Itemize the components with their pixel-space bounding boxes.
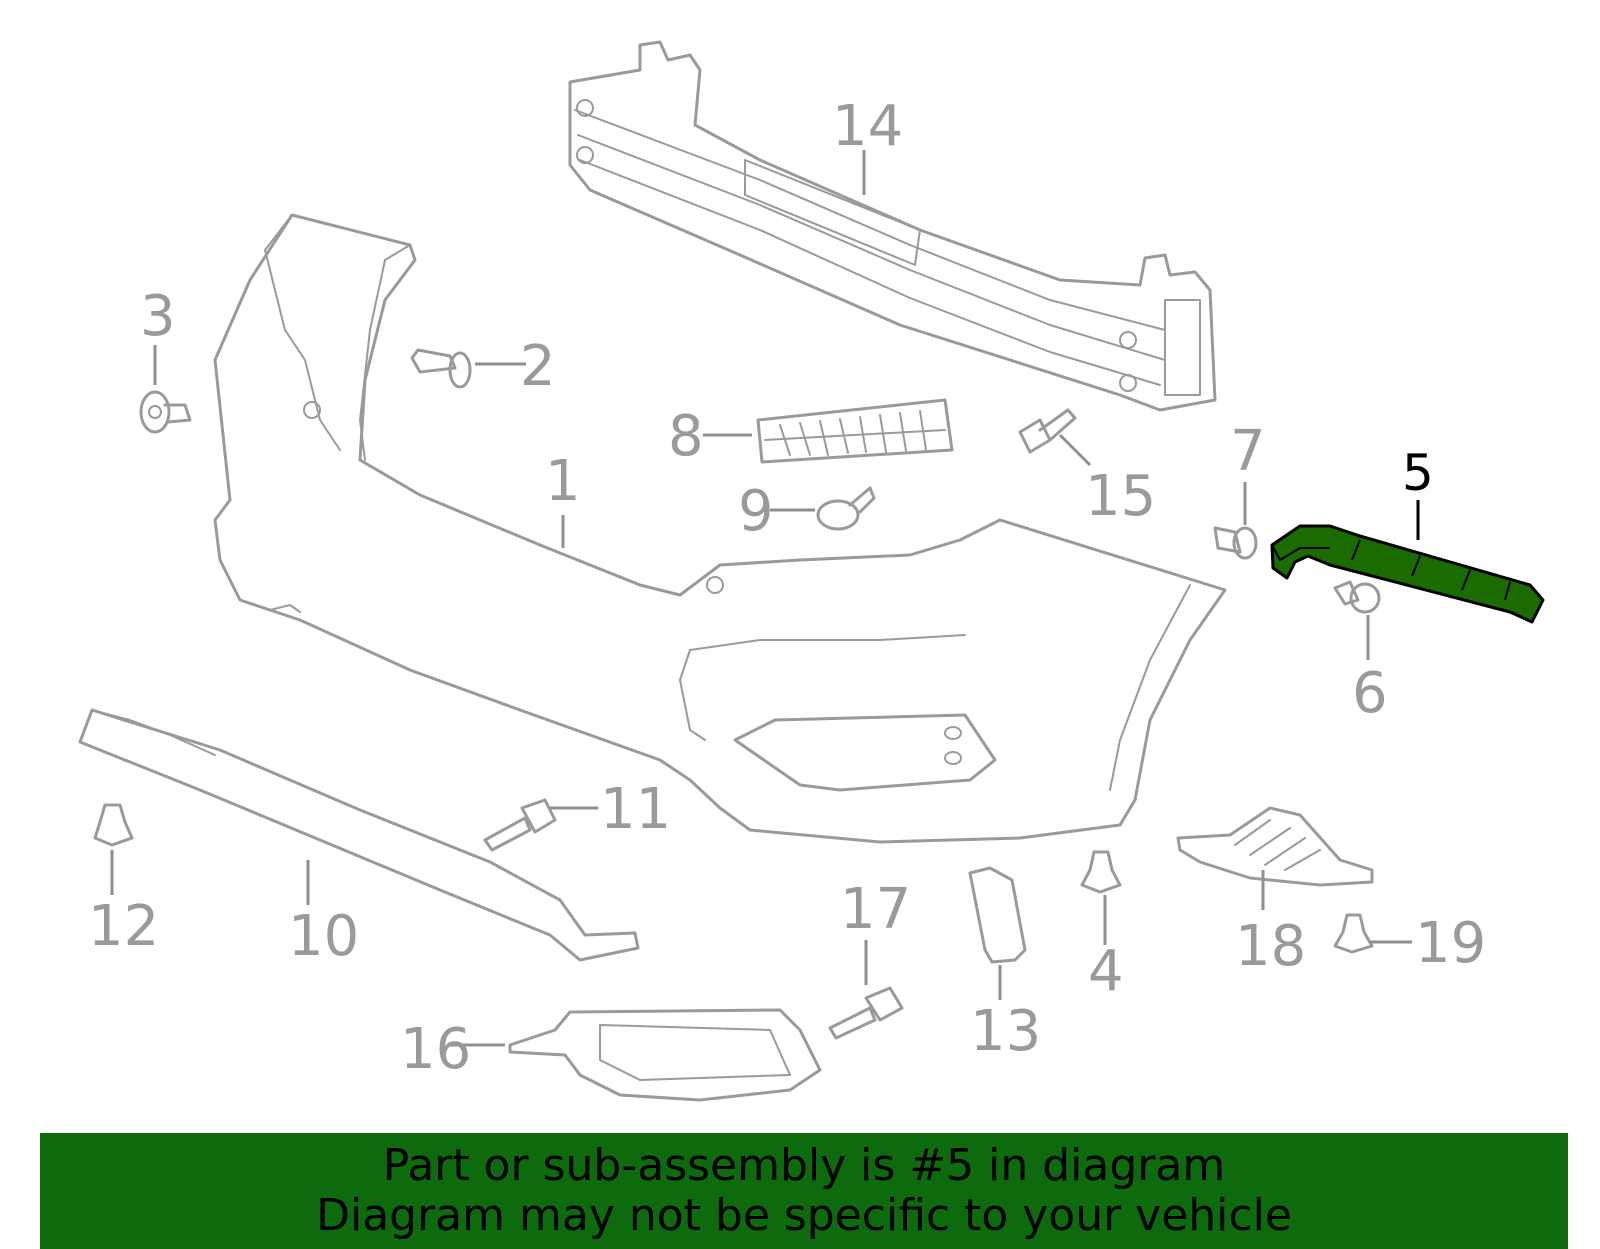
callout-12: 12 xyxy=(88,894,159,959)
callout-5: 5 xyxy=(1402,444,1434,502)
part-15-bolt xyxy=(1018,408,1077,454)
part-12-clip xyxy=(93,803,134,847)
callout-15: 15 xyxy=(1085,464,1156,529)
callout-7: 7 xyxy=(1230,419,1266,484)
banner-line-2: Diagram may not be specific to your vehi… xyxy=(316,1190,1292,1241)
callout-labels: 1 2 3 4 5 6 7 8 9 10 11 12 13 14 15 16 1… xyxy=(88,94,1486,1082)
part-2-bolt xyxy=(410,348,472,389)
part-7-clip xyxy=(1213,526,1258,560)
callout-19: 19 xyxy=(1415,911,1486,976)
part-16-fog-bezel xyxy=(508,1008,822,1102)
callout-9: 9 xyxy=(738,479,774,544)
callout-16: 16 xyxy=(400,1017,471,1082)
part-4-clip xyxy=(1080,850,1122,894)
part-19-clip xyxy=(1333,913,1374,954)
part-11-bolt xyxy=(483,798,557,852)
part-10-lower-molding xyxy=(78,708,640,962)
callout-2: 2 xyxy=(520,334,556,399)
callout-18: 18 xyxy=(1235,914,1306,979)
part-18-cover xyxy=(1176,806,1374,887)
callout-10: 10 xyxy=(288,904,359,969)
callout-6: 6 xyxy=(1352,661,1388,726)
part-13-reflector xyxy=(968,866,1027,964)
part-14-bumper-reinforcement xyxy=(568,40,1217,412)
info-banner: Part or sub-assembly is #5 in diagram Di… xyxy=(40,1133,1568,1249)
callout-14: 14 xyxy=(832,94,903,159)
part-17-bolt xyxy=(828,986,904,1040)
callout-17: 17 xyxy=(840,877,911,942)
callout-8: 8 xyxy=(668,404,704,469)
callout-3: 3 xyxy=(140,284,176,349)
callout-13: 13 xyxy=(970,999,1041,1064)
part-8-bracket xyxy=(756,398,954,464)
banner-line-1: Part or sub-assembly is #5 in diagram xyxy=(382,1140,1226,1191)
part-9-clip xyxy=(816,486,876,531)
part-6-screw xyxy=(1333,580,1381,614)
part-1-bumper-cover xyxy=(213,213,1227,844)
part-5-bumper-bracket xyxy=(1270,524,1545,624)
part-3-nut xyxy=(139,390,192,434)
leader-arrows xyxy=(110,150,1420,1047)
callout-4: 4 xyxy=(1088,939,1124,1004)
callout-11: 11 xyxy=(600,777,671,842)
callout-1: 1 xyxy=(545,449,581,514)
